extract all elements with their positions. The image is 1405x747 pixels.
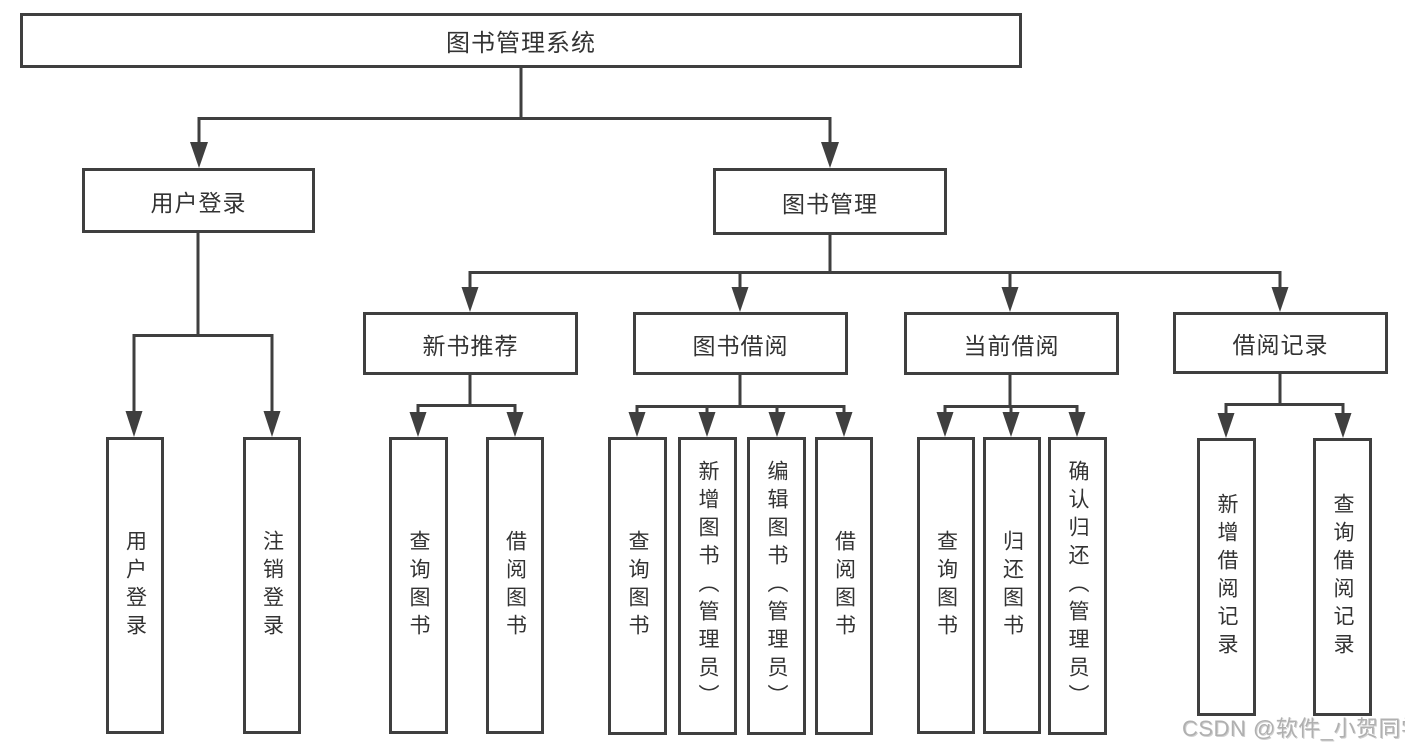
node-book-management: 图书管理 bbox=[713, 168, 947, 235]
leaf-return-books: 归还图书 bbox=[983, 437, 1041, 734]
node-user-login: 用户登录 bbox=[82, 168, 315, 233]
node-book-borrowing: 图书借阅 bbox=[633, 312, 848, 375]
csdn-watermark: CSDN @软件_小贺同学 bbox=[1182, 716, 1405, 741]
leaf-logout: 注销登录 bbox=[243, 437, 301, 734]
node-borrowing-records: 借阅记录 bbox=[1173, 312, 1388, 374]
node-new-book-recommendation: 新书推荐 bbox=[363, 312, 578, 375]
leaf-add-borrow-record: 新增借阅记录 bbox=[1197, 438, 1256, 716]
leaf-query-books-recommend: 查询图书 bbox=[389, 437, 448, 734]
node-current-borrowing: 当前借阅 bbox=[904, 312, 1119, 375]
leaf-add-books-admin: 新增图书（管理员） bbox=[678, 437, 737, 735]
leaf-borrow-books: 借阅图书 bbox=[815, 437, 873, 735]
leaf-query-books-current: 查询图书 bbox=[917, 437, 975, 734]
leaf-confirm-return-admin: 确认归还（管理员） bbox=[1048, 437, 1107, 735]
leaf-user-login: 用户登录 bbox=[106, 437, 164, 734]
leaf-query-borrow-record: 查询借阅记录 bbox=[1313, 438, 1372, 716]
leaf-borrow-books-recommend: 借阅图书 bbox=[486, 437, 544, 734]
leaf-query-books-borrow: 查询图书 bbox=[608, 437, 667, 735]
node-library-management-system: 图书管理系统 bbox=[20, 13, 1022, 68]
leaf-edit-books-admin: 编辑图书（管理员） bbox=[747, 437, 806, 735]
